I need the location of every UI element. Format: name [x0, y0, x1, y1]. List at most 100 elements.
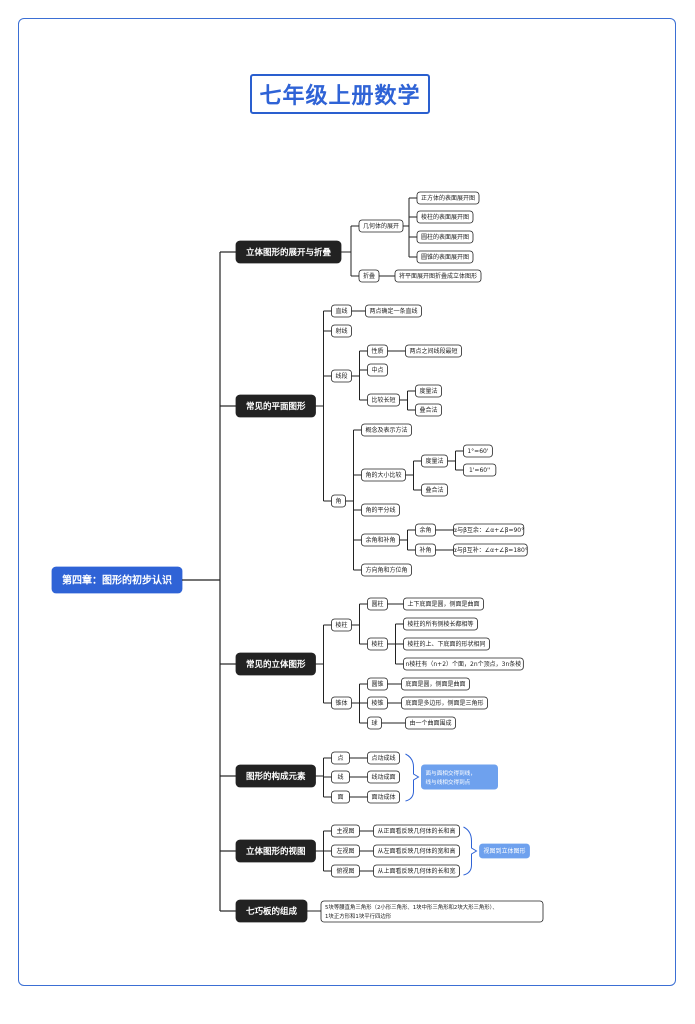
leaf-diehefa-2-label: 叠合法: [425, 486, 443, 494]
leaf-fushitu-desc-box: [373, 864, 460, 878]
leaf-lengzhui-desc-label: 底面是多边形，侧面是三角形: [405, 699, 483, 707]
leaf-lengzhu-zhankai-label: 棱柱的表面展开图: [421, 213, 469, 221]
leaf-zhengfangti: 正方体的表面展开图: [416, 191, 480, 205]
leaf-mian-desc-box: [367, 790, 400, 804]
node-yuanzhu: 圆柱: [367, 597, 388, 611]
leaf-lengzhu-zhankai-box: [416, 210, 474, 224]
branch-node-label: 立体图形的视图: [246, 846, 306, 857]
leaf-lengzhu-zhankai: 棱柱的表面展开图: [416, 210, 474, 224]
leaf-pingfenxian-label: 角的平分线: [365, 506, 395, 514]
leaf-gainian: 概念及表示方法: [361, 423, 412, 437]
leaf-dian-desc-label: 点动成线: [371, 754, 395, 762]
leaf-xian-desc-box: [367, 770, 400, 784]
leaf-yuanzhu-desc-label: 上下底面是圆，侧面是曲面: [407, 600, 479, 608]
node-dian: 点: [331, 751, 350, 765]
leaf-bujiao-desc-label: α与β互补：∠α+∠β=180°: [453, 546, 528, 554]
node-qiu: 球: [367, 716, 382, 730]
summary-note-box: [421, 764, 498, 790]
leaf-yuanzhui-desc: 底面是圆，侧面是曲面: [401, 677, 470, 691]
views-note: 视图到立体图形: [479, 843, 530, 859]
node-zhushitu-label: 主视图: [336, 827, 354, 835]
leaf-yujiao-desc: α与β互余：∠α+∠β=90°: [453, 523, 525, 537]
node-lengzhu-group: 棱柱: [331, 618, 352, 632]
node-fushitu: 俯视图: [331, 864, 360, 878]
leaf-yuanzhu-zhankai-label: 圆柱的表面展开图: [421, 233, 469, 241]
node-lengzhui: 棱锥: [367, 696, 388, 710]
leaf-qiu-desc: 由一个曲面围成: [405, 716, 456, 730]
leaf-diehefa-2-box: [421, 483, 448, 497]
leaf-zhushitu-desc-box: [373, 824, 460, 838]
branch-node: 常见的平面图形: [235, 394, 316, 418]
leaf-fushitu-desc: 从上面看反映几何体的长和宽: [373, 864, 460, 878]
leaf-degree-1-label: 1°=60': [467, 448, 488, 455]
views-note-box: [479, 843, 530, 859]
leaf-yuanzhui-desc-box: [401, 677, 470, 691]
node-mian: 面: [331, 790, 350, 804]
node-shexian-box: [331, 324, 352, 338]
leaf-fushitu-desc-label: 从上面看反映几何体的长和宽: [377, 867, 455, 875]
views-note-label: 视图到立体图形: [483, 847, 525, 855]
leaf-xian-desc: 线动成面: [367, 770, 400, 784]
summary-note: 面与面相交得到线，线与线相交得到点: [421, 764, 498, 790]
node-yujiao-label: 余角: [419, 526, 431, 534]
leaf-yujiao-desc-box: [453, 523, 525, 537]
summary-bracket: [405, 753, 420, 802]
node-zhongdian-label: 中点: [371, 366, 383, 374]
node-lengzhu: 棱柱: [367, 637, 388, 651]
leaf-xingzhi-desc-box: [405, 344, 462, 358]
branch-node-label: 常见的立体图形: [246, 659, 306, 670]
node-jiao-daxiao-label: 角的大小比较: [365, 471, 401, 479]
leaf-mian-desc-label: 面动成体: [371, 793, 395, 801]
leaf-degree-1-box: [463, 444, 493, 458]
leaf-xingzhi-desc: 两点之间线段最短: [405, 344, 462, 358]
leaf-bujiao-desc-box: [453, 543, 528, 557]
node-yujiao-bujiao: 余角和补角: [361, 533, 400, 547]
leaf-fangxiangjiao-box: [361, 563, 412, 577]
leaf-zhushitu-desc-label: 从正面看反映几何体的长和高: [377, 827, 455, 835]
leaf-yuanzhui-zhankai-label: 圆锥的表面展开图: [421, 253, 469, 261]
leaf-zhedie-desc: 将平面展开图折叠成立体图形: [394, 269, 482, 283]
leaf-yujiao-desc-label: α与β互余：∠α+∠β=90°: [453, 526, 524, 534]
leaf-zuoshitu-desc: 从左面看反映几何体的宽和高: [373, 844, 460, 858]
leaf-pingfenxian-box: [361, 503, 400, 517]
leaf-qiqiaoban-line-1: 5块等腰直角三角形（2小形三角形、1块中形三角形和2块大形三角形）、: [325, 903, 498, 911]
node-xingzhi-label: 性质: [371, 347, 383, 355]
node-mian-label: 面: [337, 794, 343, 801]
node-zhixian: 直线: [331, 304, 352, 318]
leaf-yuanzhu-desc-box: [403, 597, 484, 611]
leaf-diehefa: 叠合法: [415, 403, 442, 417]
node-yujiao-bujiao-label: 余角和补角: [365, 536, 395, 544]
node-xianduan: 线段: [331, 369, 352, 383]
node-yuanzhu-label: 圆柱: [371, 600, 383, 608]
node-jihe-zhankai: 几何体的展开: [358, 219, 404, 233]
node-yuanzhui-label: 圆锥: [371, 680, 383, 688]
leaf-duliangfa-label: 度量法: [419, 387, 437, 395]
leaf-dian-desc: 点动成线: [367, 751, 400, 765]
leaf-lengzhu-desc-1: 棱柱的所有侧棱长都相等: [403, 617, 478, 631]
leaf-zuoshitu-desc-label: 从左面看反映几何体的宽和高: [377, 847, 455, 855]
leaf-zhedie-desc-label: 将平面展开图折叠成立体图形: [399, 272, 477, 280]
node-qiu-label: 球: [371, 719, 377, 727]
leaf-duliangfa: 度量法: [415, 384, 442, 398]
node-bujiao-label: 补角: [419, 546, 431, 554]
leaf-degree-2-box: [463, 463, 497, 477]
leaf-qiu-desc-label: 由一个曲面围成: [409, 719, 451, 727]
node-zuoshitu-label: 左视图: [336, 847, 354, 855]
leaf-zhixian-desc: 两点确定一条直线: [365, 304, 422, 318]
node-bijiao-changduan-label: 比较长短: [371, 396, 395, 404]
node-dian-label: 点: [337, 754, 343, 762]
leaf-zhengfangti-box: [416, 191, 480, 205]
summary-note-line-1: 面与面相交得到线，: [426, 769, 476, 777]
summary-note-line-2: 线与线相交得到点: [426, 778, 471, 786]
root-node-label: 第四章：图形的初步认识: [62, 574, 172, 587]
branch-node: 常见的立体图形: [235, 652, 316, 676]
leaf-qiu-desc-box: [405, 716, 456, 730]
node-yujiao: 余角: [415, 523, 436, 537]
leaf-diehefa-box: [415, 403, 442, 417]
node-jiao-daxiao: 角的大小比较: [361, 468, 406, 482]
leaf-zhengfangti-label: 正方体的表面展开图: [421, 194, 475, 202]
leaf-zhushitu-desc: 从正面看反映几何体的长和高: [373, 824, 460, 838]
node-xian-label: 线: [337, 773, 343, 781]
leaf-lengzhu-desc-3-label: n棱柱有（n+2）个面，2n个顶点，3n条棱: [406, 660, 522, 668]
